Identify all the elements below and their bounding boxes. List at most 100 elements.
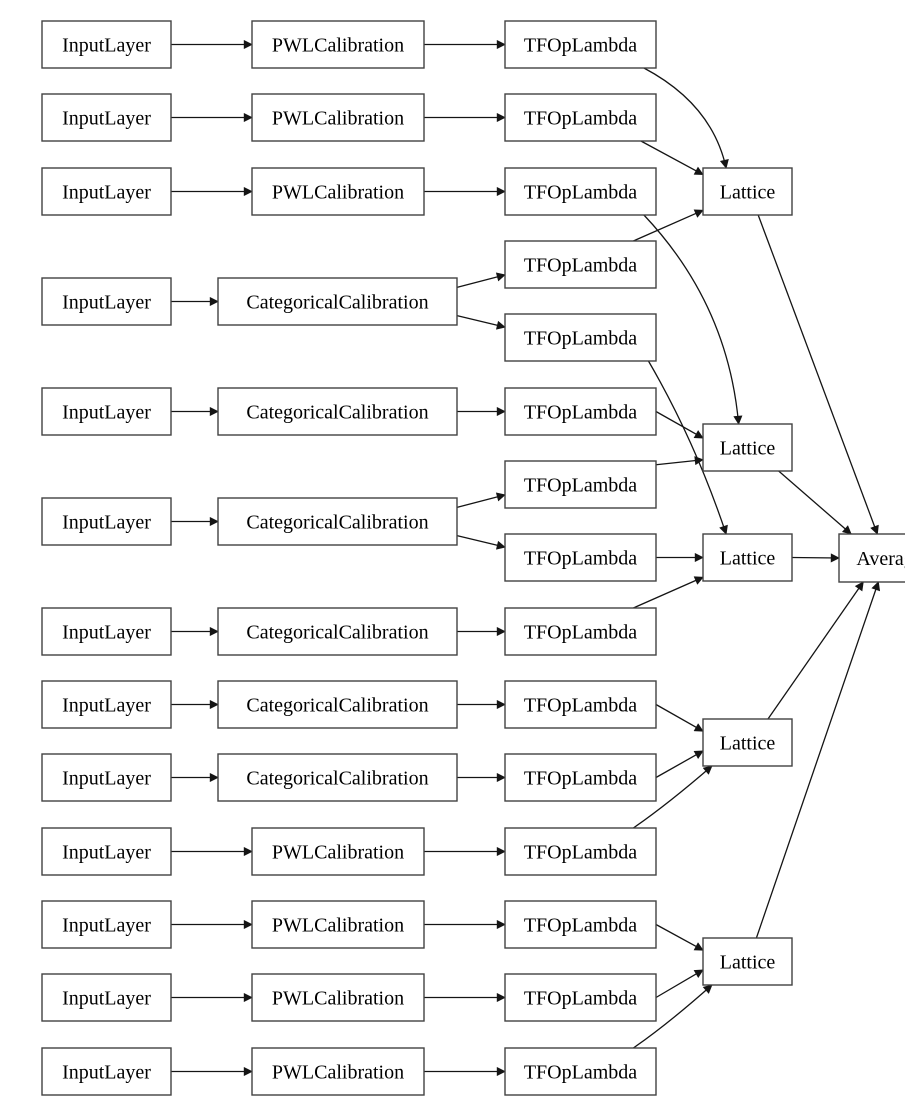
- edge-t12-L4: [632, 765, 713, 829]
- node-c6-categoricalcalibration: CategoricalCalibration: [217, 497, 458, 546]
- node-t12-tfoplambda: TFOpLambda: [504, 827, 657, 876]
- node-label: TFOpLambda: [524, 108, 637, 130]
- node-box: [41, 497, 172, 546]
- node-box: [41, 607, 172, 656]
- node-label: CategoricalCalibration: [246, 768, 428, 790]
- node-label: TFOpLambda: [524, 695, 637, 717]
- node-t10-tfoplambda: TFOpLambda: [504, 680, 657, 729]
- node-box: [504, 900, 657, 949]
- nodes-layer: InputLayerInputLayerInputLayerInputLayer…: [41, 20, 905, 1096]
- edge-t7-L2: [655, 456, 704, 466]
- node-label: InputLayer: [62, 1062, 151, 1084]
- node-label: Lattice: [720, 182, 776, 204]
- node-L2-lattice: Lattice: [702, 423, 793, 472]
- node-label: TFOpLambda: [524, 402, 637, 424]
- edge-t10-L4: [655, 703, 704, 732]
- node-box: [41, 277, 172, 326]
- node-t6-tfoplambda: TFOpLambda: [504, 387, 657, 436]
- edge-t2-L1: [640, 140, 704, 176]
- node-label: InputLayer: [62, 402, 151, 424]
- node-i8-inputlayer: InputLayer: [41, 680, 172, 729]
- node-label: Average: [856, 548, 905, 570]
- node-box: [41, 753, 172, 802]
- node-c12-pwlcalibration: PWLCalibration: [251, 973, 425, 1022]
- edge-c4-t4: [456, 272, 506, 289]
- node-box: [504, 460, 657, 509]
- node-avg-average: Average: [838, 533, 905, 583]
- edge-t15-L5: [632, 984, 713, 1049]
- edge-L4-avg: [767, 581, 864, 720]
- edge-c6-t8: [456, 534, 506, 550]
- node-box: [217, 680, 458, 729]
- node-label: InputLayer: [62, 768, 151, 790]
- model-graph-svg: InputLayerInputLayerInputLayerInputLayer…: [41, 20, 905, 1096]
- node-box: [702, 423, 793, 472]
- node-label: Lattice: [720, 952, 776, 974]
- node-L3-lattice: Lattice: [702, 533, 793, 582]
- node-i5-inputlayer: InputLayer: [41, 387, 172, 436]
- node-t3-tfoplambda: TFOpLambda: [504, 167, 657, 216]
- node-label: TFOpLambda: [524, 475, 637, 497]
- node-label: PWLCalibration: [272, 35, 404, 57]
- node-label: TFOpLambda: [524, 768, 637, 790]
- node-box: [217, 387, 458, 436]
- node-box: [838, 533, 905, 583]
- node-i11-inputlayer: InputLayer: [41, 900, 172, 949]
- node-box: [41, 20, 172, 69]
- node-box: [504, 827, 657, 876]
- edge-t11-L4: [655, 750, 704, 779]
- node-c9-categoricalcalibration: CategoricalCalibration: [217, 753, 458, 802]
- edge-t4-L1: [633, 209, 704, 242]
- node-box: [504, 313, 657, 362]
- node-label: InputLayer: [62, 35, 151, 57]
- node-label: TFOpLambda: [524, 915, 637, 937]
- node-c11-pwlcalibration: PWLCalibration: [251, 900, 425, 949]
- node-box: [504, 607, 657, 656]
- node-box: [41, 167, 172, 216]
- node-box: [702, 937, 793, 986]
- node-box: [251, 93, 425, 142]
- node-i3-inputlayer: InputLayer: [41, 167, 172, 216]
- node-box: [251, 973, 425, 1022]
- node-box: [504, 387, 657, 436]
- node-c5-categoricalcalibration: CategoricalCalibration: [217, 387, 458, 436]
- node-i4-inputlayer: InputLayer: [41, 277, 172, 326]
- node-box: [41, 387, 172, 436]
- node-t1-tfoplambda: TFOpLambda: [504, 20, 657, 69]
- node-i12-inputlayer: InputLayer: [41, 973, 172, 1022]
- node-box: [251, 20, 425, 69]
- node-box: [504, 93, 657, 142]
- node-label: InputLayer: [62, 842, 151, 864]
- node-i10-inputlayer: InputLayer: [41, 827, 172, 876]
- edges-layer: [171, 39, 881, 1077]
- node-label: InputLayer: [62, 512, 151, 534]
- node-label: Lattice: [720, 438, 776, 460]
- node-label: InputLayer: [62, 182, 151, 204]
- node-i9-inputlayer: InputLayer: [41, 753, 172, 802]
- node-box: [41, 93, 172, 142]
- node-label: TFOpLambda: [524, 35, 637, 57]
- node-label: TFOpLambda: [524, 328, 637, 350]
- edge-c6-t7: [456, 492, 506, 509]
- node-t7-tfoplambda: TFOpLambda: [504, 460, 657, 509]
- node-label: CategoricalCalibration: [246, 512, 428, 534]
- node-t2-tfoplambda: TFOpLambda: [504, 93, 657, 142]
- node-box: [41, 973, 172, 1022]
- node-c2-pwlcalibration: PWLCalibration: [251, 93, 425, 142]
- node-label: PWLCalibration: [272, 182, 404, 204]
- node-label: InputLayer: [62, 695, 151, 717]
- node-i7-inputlayer: InputLayer: [41, 607, 172, 656]
- node-c7-categoricalcalibration: CategoricalCalibration: [217, 607, 458, 656]
- node-box: [702, 718, 793, 767]
- node-box: [702, 167, 793, 216]
- node-t5-tfoplambda: TFOpLambda: [504, 313, 657, 362]
- edge-t14-L5: [655, 969, 704, 999]
- node-label: PWLCalibration: [272, 915, 404, 937]
- node-box: [251, 827, 425, 876]
- edge-t3-L2: [643, 214, 743, 425]
- node-i1-inputlayer: InputLayer: [41, 20, 172, 69]
- node-label: Lattice: [720, 548, 776, 570]
- node-label: PWLCalibration: [272, 842, 404, 864]
- edge-t1-L1: [643, 67, 729, 169]
